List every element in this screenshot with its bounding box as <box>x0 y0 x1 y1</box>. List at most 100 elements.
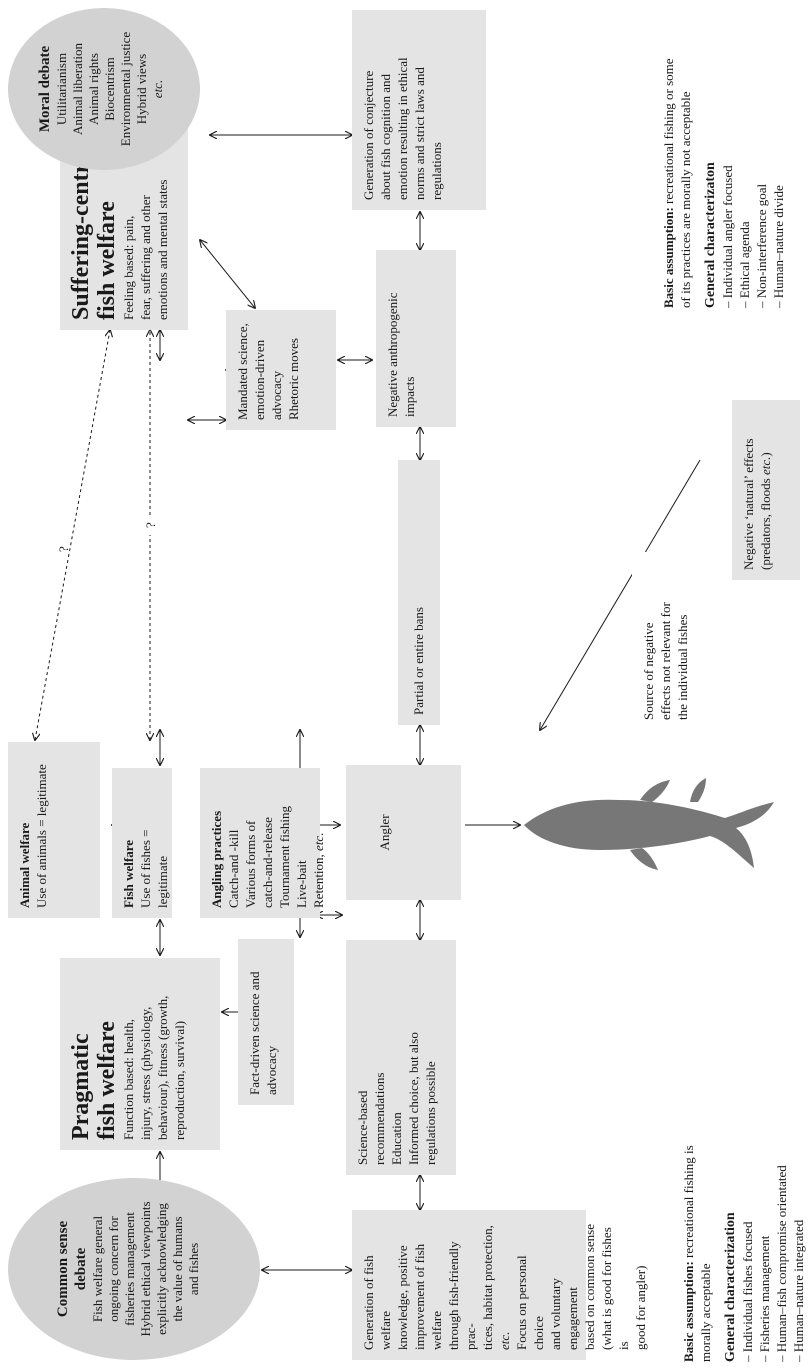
pragmatic-line-1: Function based: health, <box>121 1019 136 1140</box>
right-char-item-2: – Ethical agenda <box>737 221 752 308</box>
angling-line-4: Tournament fishing <box>277 806 292 908</box>
right-char-title: General characterizaton <box>703 162 718 308</box>
negative-anthropogenic-box: Negative anthropogenic impacts <box>376 250 456 427</box>
pragmatic-line-2: injury, stress (physiology, <box>138 1006 153 1140</box>
natural-line-1: Negative ‘natural’ effects <box>741 438 756 570</box>
generation-line-3: improvement of fish welfare <box>412 1243 444 1350</box>
angling-line-6: Retention, <box>311 850 326 908</box>
natural-etc: etc. <box>758 456 773 476</box>
question-mark-1: ? <box>56 546 71 552</box>
common-sense-line-2: ongoing concern for <box>106 1216 121 1322</box>
right-footer: Basic assumption: recreational fishing o… <box>660 8 787 308</box>
common-sense-line-6: the value of humans <box>170 1216 185 1322</box>
animal-welfare-text: Use of animals = legitimate <box>34 764 49 908</box>
moral-line-1: Utilitarianism <box>54 52 69 126</box>
common-sense-title-1: Common sense <box>55 1220 71 1318</box>
angler-box: Angler <box>346 765 461 900</box>
left-char-item-2: – Fisheries management <box>757 1235 772 1362</box>
conjecture-line-1: Generation of conjecture <box>361 70 376 200</box>
natural-tail: ) <box>758 452 773 457</box>
common-sense-title-2: debate <box>73 1247 89 1291</box>
science-line-3: Education <box>389 1112 404 1165</box>
pragmatic-line-3: behaviour), fitness (growth, <box>155 995 170 1140</box>
science-based-box: Science-based recommendations Education … <box>346 940 456 1175</box>
left-char-item-3: – Human–fish compromise orientated <box>774 1165 789 1362</box>
moral-line-2: Animal liberation <box>70 42 85 136</box>
left-assumption-text-2: morally acceptable <box>698 1263 713 1362</box>
angling-practices-box: Angling practices Catch-and -kill Variou… <box>200 768 326 918</box>
mandated-line-3: Rhetoric moves <box>286 338 301 420</box>
generation-line-5: tices, habitat protection, <box>480 1225 495 1350</box>
moral-line-3: Animal rights <box>86 53 101 125</box>
common-sense-line-1: Fish welfare general <box>90 1215 105 1323</box>
question-mark-2: ? <box>143 522 158 528</box>
generation-fish-welfare-box: Generation of fish welfare knowledge, po… <box>352 1210 648 1360</box>
common-sense-line-5: explicitly acknowledging <box>154 1203 169 1335</box>
moral-line-5: Environmental justice <box>118 31 133 147</box>
generation-line-10: good for angler) <box>633 1265 648 1350</box>
arrow-natural-fish <box>540 459 701 730</box>
animal-welfare-title: Animal welfare <box>17 822 32 908</box>
negative-anthro-line-1: Negative anthropogenic <box>385 292 400 417</box>
mandated-line-1: Mandated science, <box>235 323 250 420</box>
generation-line-9: (what is good for fishes is <box>599 1227 631 1350</box>
generation-line-1: Generation of fish welfare <box>361 1255 393 1350</box>
right-char-item-4: – Human–nature divide <box>771 185 786 308</box>
angling-line-5: Live-bait <box>294 860 309 908</box>
common-sense-line-7: and fishes <box>186 1242 201 1296</box>
angling-etc: etc. <box>311 832 326 851</box>
generation-line-6: Focus on personal choice <box>514 1255 546 1350</box>
fish-welfare-title: Fish welfare <box>121 840 136 908</box>
fish-welfare-box: Fish welfare Use of fishes = legitimate <box>112 768 172 918</box>
angling-line-2: Various forms of <box>243 820 258 908</box>
fish-icon <box>524 778 774 870</box>
right-assumption-text-2: of its practices are morally not accepta… <box>678 91 693 308</box>
pragmatic-line-4: reproduction, survival) <box>172 1020 187 1140</box>
conjecture-line-5: regulations <box>429 142 444 200</box>
source-negative-box: Source of negative effects not relevant … <box>632 552 710 730</box>
generation-etc: etc. <box>497 1331 512 1350</box>
generation-line-4: through fish-friendly prac- <box>446 1241 478 1350</box>
conjecture-box: Generation of conjecture about fish cogn… <box>352 10 486 210</box>
moral-line-4: Biocentrism <box>102 57 117 121</box>
mandated-line-2: emotion-driven advocacy <box>252 339 284 420</box>
pragmatic-title-2: fish welfare <box>94 1021 120 1140</box>
science-line-2: recommendations <box>372 1072 387 1165</box>
common-sense-line-4: Hybrid ethical viewpoints <box>138 1201 153 1337</box>
generation-line-7: and voluntary engagement <box>548 1278 580 1350</box>
moral-line-6: Hybrid views <box>134 53 149 125</box>
fact-driven-line-2: advocacy <box>264 1045 279 1095</box>
left-char-item-1: – Individual fishes focused <box>740 1221 755 1362</box>
left-assumption-label: Basic assumption: <box>681 1261 696 1362</box>
natural-effects-box: Negative ‘natural’ effects (predators, f… <box>732 400 800 580</box>
angling-title: Angling practices <box>209 810 224 908</box>
source-line-1: Source of negative <box>641 622 656 720</box>
mandated-science-box: Mandated science, emotion-driven advocac… <box>226 310 336 430</box>
common-sense-debate-ellipse: Common sense debate Fish welfare general… <box>8 1178 260 1360</box>
fact-driven-line-1: Fact-driven science and <box>247 971 262 1095</box>
dashed-animal-suffering <box>35 330 110 740</box>
left-char-item-4: – Human–nature integrated <box>791 1219 806 1362</box>
generation-line-8: based on common sense <box>582 1223 597 1350</box>
generation-line-2: knowledge, positive <box>395 1245 410 1350</box>
negative-anthro-line-2: impacts <box>402 376 417 417</box>
conjecture-line-3: emotion resulting in ethical <box>395 57 410 200</box>
angling-line-3: catch-and-release <box>260 817 275 908</box>
bans-text: Partial or entire bans <box>411 607 426 715</box>
conjecture-line-4: norms and strict laws and <box>412 67 427 200</box>
moral-debate-title: Moral debate <box>37 45 53 133</box>
animal-welfare-box: Animal welfare Use of animals = legitima… <box>8 742 100 918</box>
common-sense-line-3: fisheries management <box>122 1212 137 1326</box>
fact-driven-box: Fact-driven science and advocacy <box>238 939 294 1105</box>
angling-line-1: Catch-and -kill <box>226 829 241 908</box>
angler-text: Angler <box>377 814 392 851</box>
science-line-1: Science-based <box>355 1090 370 1165</box>
left-assumption-text: recreational fishing is <box>681 1145 696 1262</box>
moral-debate-ellipse: Moral debate Utilitarianism Animal liber… <box>8 8 200 170</box>
left-char-title: General characterization <box>723 1212 738 1362</box>
right-assumption-text: recreational fishing or some <box>661 58 676 208</box>
science-line-5: regulations possible <box>423 1061 438 1165</box>
right-char-item-1: – Individual angler focused <box>720 165 735 308</box>
source-line-2: effects not relevant for <box>658 602 673 720</box>
